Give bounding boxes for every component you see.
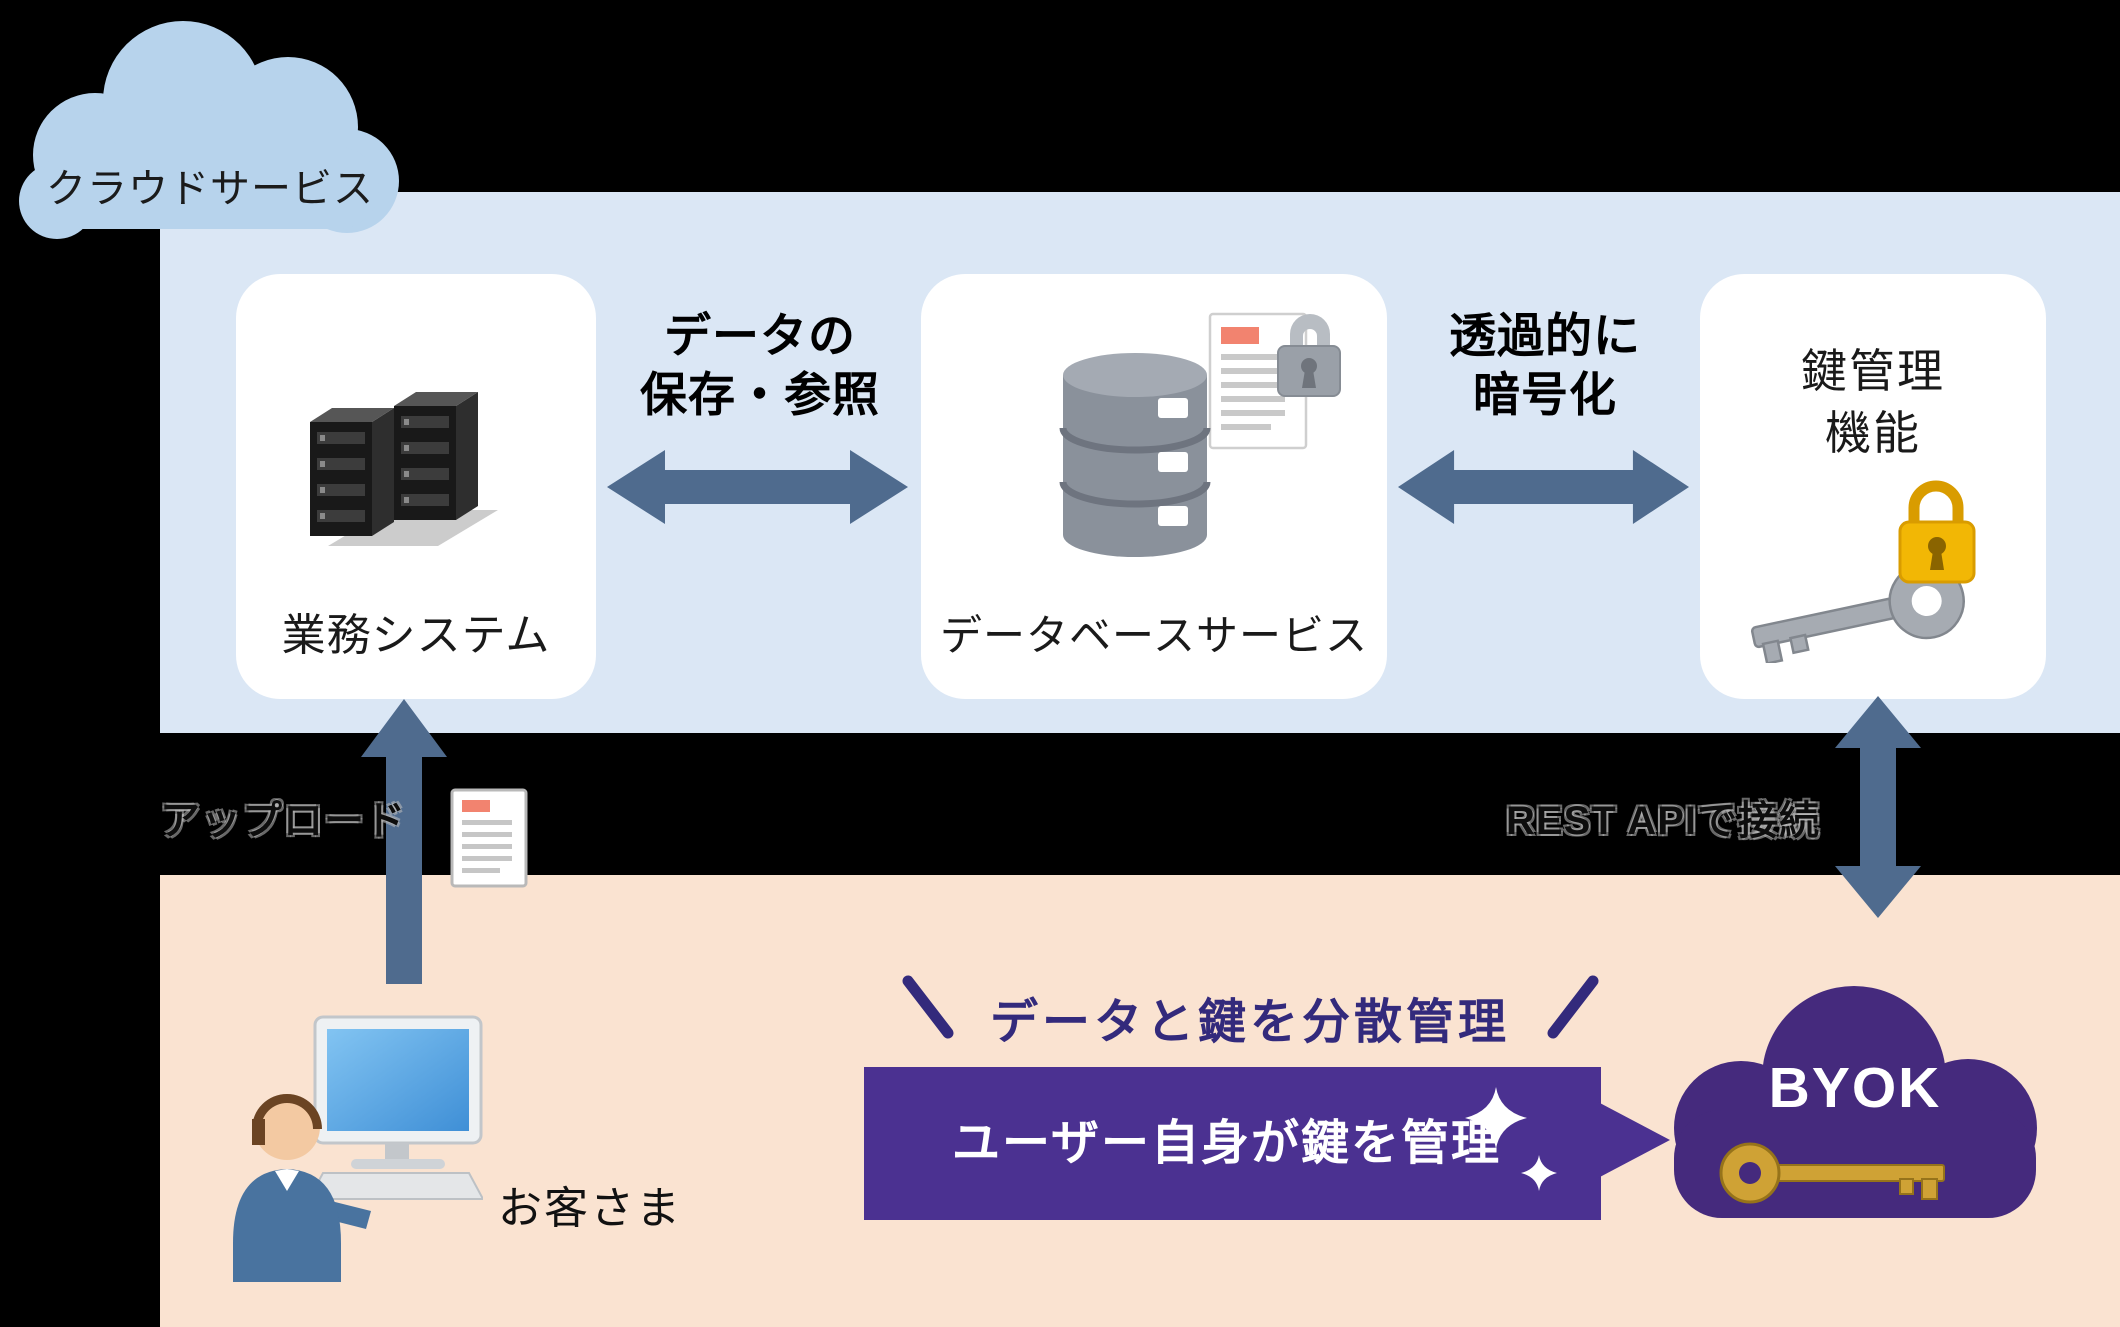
byok-banner-text: ユーザー自身が鍵を管理 xyxy=(952,1117,1502,1170)
cloud-icon xyxy=(19,21,399,239)
byok-cloud-icon xyxy=(1674,986,2037,1218)
emphasis-slash-left-icon xyxy=(902,975,954,1039)
customer-label: お客さま xyxy=(498,1184,682,1233)
key-padlock-icon xyxy=(1750,480,1976,663)
data-flow-arrow xyxy=(607,450,908,524)
key-management-label-line2: 機能 xyxy=(1825,407,1921,460)
database-service-box: データベースサービス xyxy=(921,274,1387,699)
data-flow-label: データの 保存・参照 xyxy=(600,306,920,424)
encryption-label: 透過的に 暗号化 xyxy=(1385,306,1705,424)
byok-cloud-label: BYOK xyxy=(1768,1056,1942,1120)
encryption-label-line1: 透過的に xyxy=(1449,309,1641,362)
byok-heading: データと鍵を分散管理 xyxy=(989,996,1510,1049)
upload-label: アップロード xyxy=(160,799,406,843)
byok-banner: ユーザー自身が鍵を管理 xyxy=(864,1067,1601,1220)
sparkle-icon xyxy=(1465,1087,1527,1149)
person-at-computer-icon xyxy=(233,1015,483,1282)
key-management-label: 鍵管理 機能 xyxy=(1700,340,2046,464)
encryption-arrow xyxy=(1398,450,1689,524)
key-management-label-line1: 鍵管理 xyxy=(1801,345,1945,397)
server-icon xyxy=(310,392,498,546)
database-document-lock-icon xyxy=(1059,312,1341,557)
gold-key-icon xyxy=(1719,1142,1945,1204)
upload-arrow xyxy=(361,699,447,984)
data-flow-label-line2: 保存・参照 xyxy=(640,368,880,422)
rest-api-label: REST APIで接続 xyxy=(1506,799,1820,843)
key-management-box: 鍵管理 機能 xyxy=(1700,274,2046,699)
sparkle-icon xyxy=(1521,1155,1557,1191)
rest-api-arrow xyxy=(1835,696,1921,918)
emphasis-slash-right-icon xyxy=(1547,975,1599,1039)
document-icon xyxy=(450,788,528,888)
byok-banner-pointer xyxy=(1598,1102,1670,1178)
business-system-label: 業務システム xyxy=(281,611,551,660)
encryption-label-line2: 暗号化 xyxy=(1473,368,1617,422)
data-flow-label-line1: データの xyxy=(664,309,856,362)
business-system-box: 業務システム xyxy=(236,274,596,699)
cloud-service-label: クラウドサービス xyxy=(46,167,374,211)
database-service-label: データベースサービス xyxy=(940,612,1368,659)
